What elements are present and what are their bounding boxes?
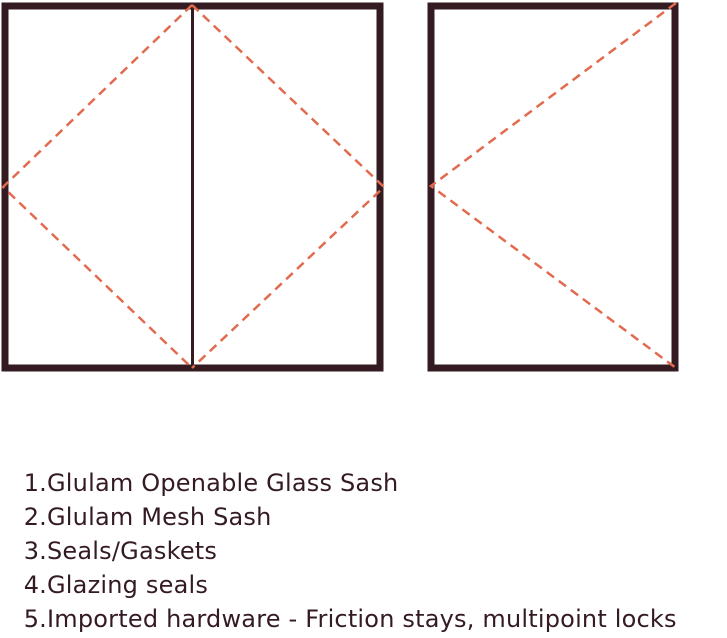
single-sash-opening-lines	[428, 1, 677, 370]
legend-item-number: 3.	[23, 537, 47, 565]
legend-item: 4.Glazing seals	[0, 568, 727, 602]
double-sash-window	[1, 2, 386, 372]
legend-item: 1.Glulam Openable Glass Sash	[0, 466, 727, 500]
legend-item-number: 2.	[23, 503, 47, 531]
left-sash-opening-lines	[1, 4, 193, 369]
legend-item-label: Seals/Gaskets	[47, 537, 218, 565]
component-legend: 1.Glulam Openable Glass Sash 2.Glulam Me…	[0, 466, 727, 636]
legend-item-label: Glazing seals	[47, 571, 209, 599]
legend-item-number: 4.	[23, 571, 47, 599]
right-sash-opening-lines	[191, 4, 386, 369]
window-elevation-diagram	[1, 1, 679, 372]
legend-item-label: Glulam Openable Glass Sash	[47, 469, 399, 497]
legend-item-label: Imported hardware - Friction stays, mult…	[47, 605, 677, 633]
legend-item-number: 5.	[23, 605, 47, 633]
single-sash-outer-frame	[427, 2, 679, 372]
legend-item: 5.Imported hardware - Friction stays, mu…	[0, 602, 727, 636]
legend-item: 2.Glulam Mesh Sash	[0, 500, 727, 534]
single-sash-window	[427, 1, 679, 372]
legend-item: 3.Seals/Gaskets	[0, 534, 727, 568]
legend-item-number: 1.	[23, 469, 47, 497]
legend-item-label: Glulam Mesh Sash	[47, 503, 272, 531]
